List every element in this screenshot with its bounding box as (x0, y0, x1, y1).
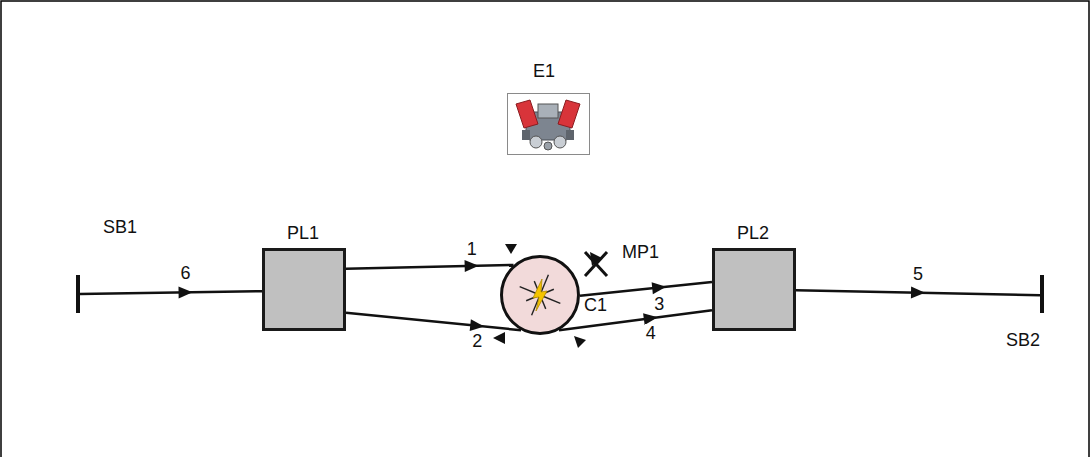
node-label: E1 (533, 61, 555, 83)
source-bus: SB1 (76, 275, 80, 313)
pipe-number: 6 (180, 264, 192, 284)
engine-node: E1 (507, 93, 590, 155)
pipe-number: 1 (466, 240, 478, 260)
node-label: PL2 (737, 223, 769, 245)
flow-arrowhead (652, 282, 667, 294)
pipe-number: 3 (653, 295, 665, 315)
compressor-symbol (500, 255, 580, 335)
sink-bus: SB2 (1040, 275, 1044, 313)
node-label: PL1 (287, 223, 319, 245)
pipe-line (80, 291, 262, 294)
flow-arrowhead (178, 286, 192, 298)
pipeline-box: PL2 (712, 248, 796, 331)
pipe-line (346, 265, 514, 269)
pipe-connector (80, 286, 262, 298)
pipe-line (580, 282, 712, 296)
pipe-connector (796, 287, 1040, 299)
pipe-number: 2 (471, 332, 483, 352)
measure-point-mark (585, 252, 607, 276)
pipe-number: 4 (645, 324, 657, 344)
node-label: SB2 (1006, 330, 1040, 352)
pipe-line (346, 313, 521, 330)
pipe-connector (346, 260, 514, 272)
node-label: C1 (584, 295, 607, 317)
compressor-circle: C1 (500, 255, 580, 335)
pipe-connector (559, 310, 712, 330)
flow-arrowhead (643, 313, 658, 325)
flow-arrowhead (465, 260, 479, 272)
pipe-connector (346, 313, 521, 331)
pipeline-box: PL1 (262, 248, 346, 331)
pipe-connector (580, 282, 712, 296)
node-label: SB1 (103, 217, 137, 239)
measure-point-label: MP1 (622, 242, 659, 264)
engine-icon (516, 100, 580, 150)
pipe-line (559, 310, 712, 330)
pipe-number: 5 (912, 265, 924, 285)
flow-arrowhead (470, 319, 485, 331)
flow-arrowhead (911, 287, 925, 299)
